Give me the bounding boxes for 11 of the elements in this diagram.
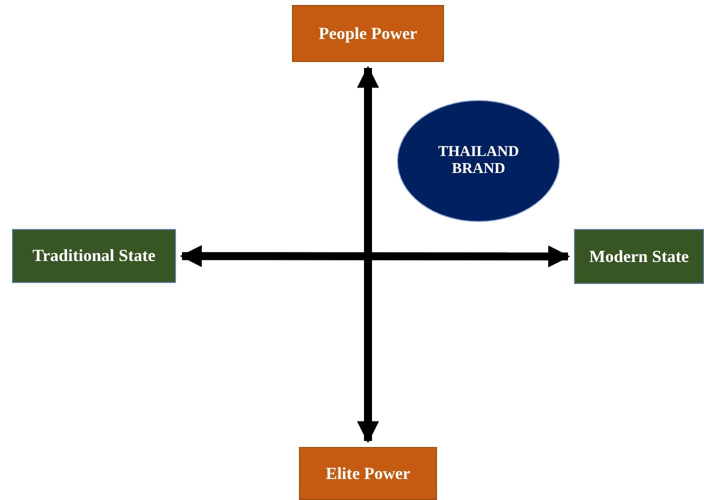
label-box bbox=[292, 5, 444, 62]
node-label: People Power bbox=[318, 24, 418, 44]
double-arrow bbox=[357, 66, 379, 444]
label-box bbox=[299, 447, 437, 500]
label-box bbox=[12, 229, 176, 283]
node-label: Modern State bbox=[589, 246, 689, 266]
label-box bbox=[574, 229, 704, 284]
node-label: Traditional State bbox=[32, 246, 156, 266]
node-label: Elite Power bbox=[326, 464, 410, 484]
double-arrow bbox=[180, 245, 570, 268]
node-label: THAILAND BRAND bbox=[437, 144, 520, 178]
